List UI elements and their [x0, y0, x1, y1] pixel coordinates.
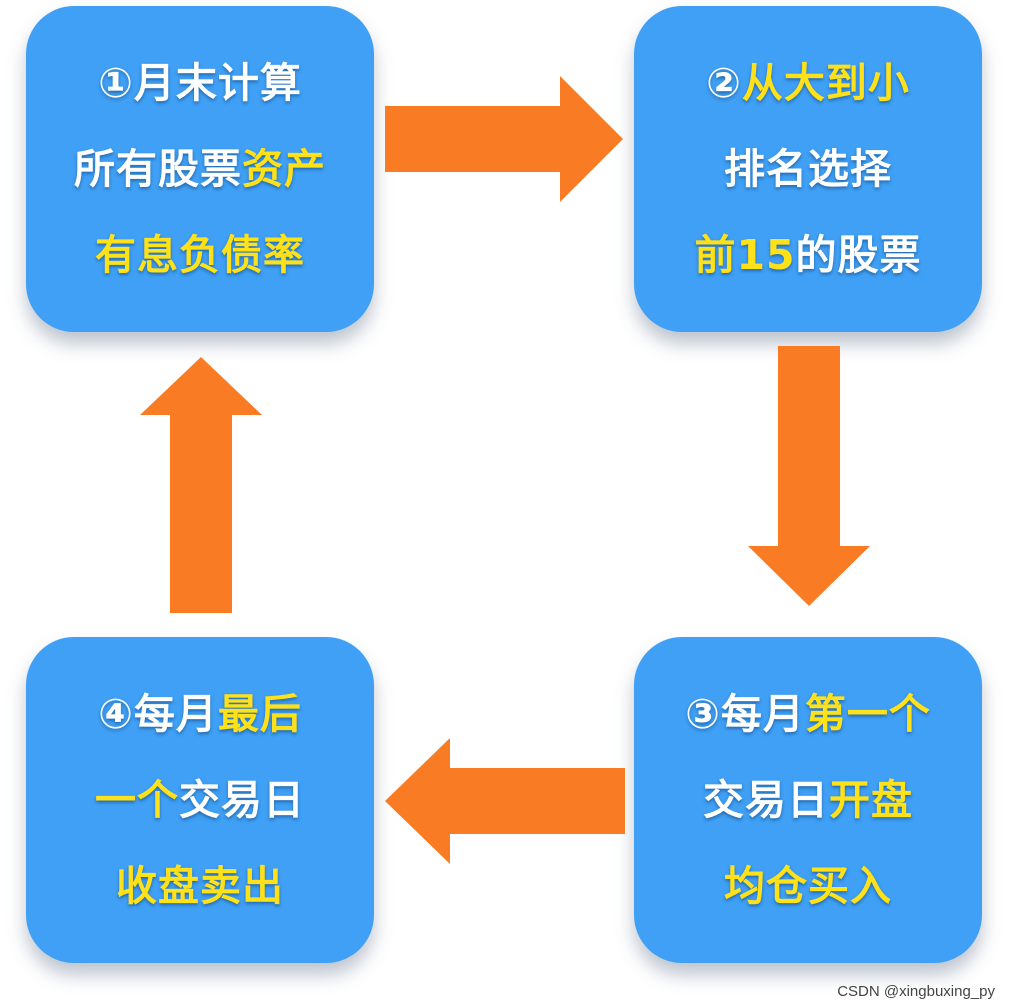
step-4-line-3: 收盘卖出 — [116, 843, 284, 929]
step-4-highlight: 最后 — [217, 690, 302, 738]
step-1-line-3: 有息负债率 — [95, 212, 305, 298]
step-2-line-2: 排名选择 — [724, 126, 892, 212]
step-3-line-3: 均仓买入 — [724, 843, 892, 929]
arrow-left-icon — [385, 738, 625, 864]
step-1-text: ①月末计算 — [98, 59, 302, 107]
step-4-line-2: 一个交易日 — [95, 757, 305, 843]
step-3-line-2: 交易日开盘 — [703, 757, 913, 843]
arrow-right-icon — [385, 76, 623, 202]
arrow-up-icon — [140, 357, 262, 613]
step-3-highlight: 第一个 — [804, 690, 931, 738]
step-3-text: 交易日 — [703, 776, 829, 824]
step-1-line-2: 所有股票资产 — [74, 126, 326, 212]
step-3-text: ③每月 — [685, 690, 805, 738]
step-1-text: 所有股票 — [74, 145, 242, 193]
step-4-box: ④每月最后 一个交易日 收盘卖出 — [26, 637, 374, 963]
step-2-line-3: 前15的股票 — [694, 212, 921, 298]
step-4-highlight: 一个 — [95, 776, 179, 824]
step-4-line-1: ④每月最后 — [98, 671, 302, 757]
step-2-highlight: 前15 — [694, 231, 796, 279]
step-1-highlight: 有息负债率 — [95, 231, 305, 279]
step-2-text: 的股票 — [795, 231, 922, 279]
step-4-text: ④每月 — [98, 690, 218, 738]
watermark: CSDN @xingbuxing_py — [837, 983, 995, 1000]
step-2-line-1: ②从大到小 — [706, 40, 910, 126]
step-2-number: ② — [706, 59, 742, 107]
step-4-text: 交易日 — [179, 776, 305, 824]
step-1-highlight: 资产 — [242, 145, 326, 193]
step-3-highlight: 均仓买入 — [724, 862, 892, 910]
step-2-highlight: 从大到小 — [741, 59, 910, 107]
step-2-text: 排名选择 — [724, 145, 892, 193]
step-1-box: ①月末计算 所有股票资产 有息负债率 — [26, 6, 374, 332]
step-4-highlight: 收盘卖出 — [116, 862, 284, 910]
arrow-down-icon — [748, 346, 870, 606]
step-2-box: ②从大到小 排名选择 前15的股票 — [634, 6, 982, 332]
step-3-highlight: 开盘 — [829, 776, 913, 824]
step-3-line-1: ③每月第一个 — [685, 671, 931, 757]
step-3-box: ③每月第一个 交易日开盘 均仓买入 — [634, 637, 982, 963]
step-1-line-1: ①月末计算 — [98, 40, 302, 126]
